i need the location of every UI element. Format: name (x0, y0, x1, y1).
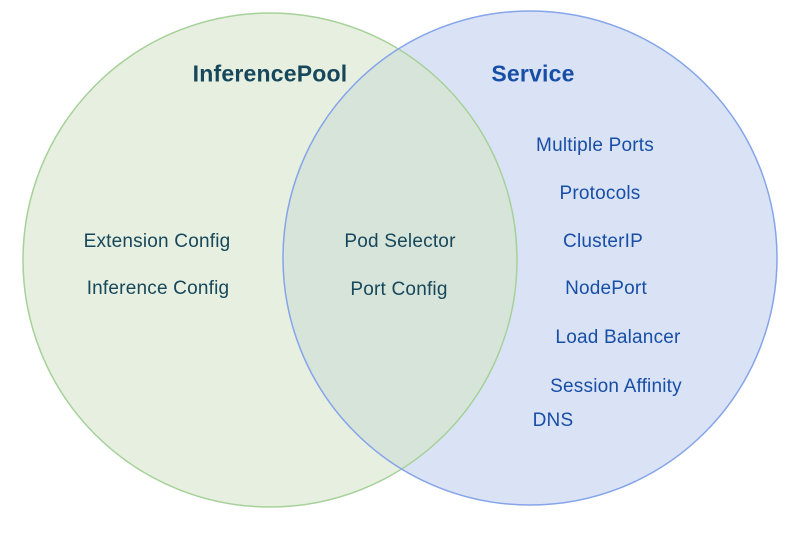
label-protocols: Protocols (559, 183, 641, 204)
label-inference-config: Inference Config (86, 278, 230, 299)
service-circle-outline (282, 10, 778, 506)
label-dns: DNS (532, 410, 574, 431)
label-clusterip: ClusterIP (563, 231, 643, 252)
service-title: Service (491, 60, 575, 87)
overlap-region-fill (283, 13, 517, 505)
label-pod-selector: Pod Selector (344, 231, 456, 252)
inferencepool-circle-outline (22, 12, 518, 508)
label-multiple-ports: Multiple Ports (536, 135, 654, 156)
label-session-affinity: Session Affinity (550, 376, 682, 397)
label-load-balancer: Load Balancer (555, 327, 681, 348)
inferencepool-title: InferencePool (192, 60, 348, 87)
label-extension-config: Extension Config (83, 231, 231, 252)
label-port-config: Port Config (350, 279, 448, 300)
label-nodeport: NodePort (565, 278, 647, 299)
